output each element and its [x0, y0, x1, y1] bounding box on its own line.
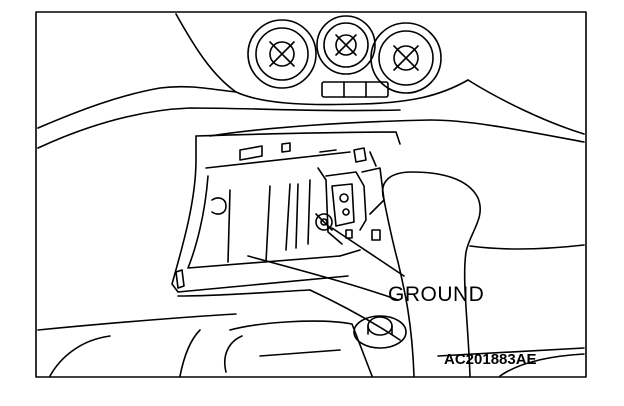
dashboard-contours — [37, 13, 585, 250]
lower-console — [37, 255, 585, 377]
console-knob — [353, 315, 407, 349]
ground-leader-line — [331, 227, 405, 277]
switch-strip — [321, 81, 389, 98]
vent-right — [370, 22, 442, 94]
vent-center — [316, 15, 376, 75]
vent-left — [247, 19, 317, 89]
mounting-bracket — [317, 147, 385, 245]
figure-id-label: AC201883AE — [444, 351, 537, 368]
shift-lever — [381, 171, 481, 377]
figure-frame — [35, 11, 587, 378]
ground-label: GROUND — [388, 283, 485, 306]
glovebox-opening — [171, 131, 401, 293]
air-vents — [247, 15, 442, 98]
ground-bolt — [315, 213, 333, 231]
